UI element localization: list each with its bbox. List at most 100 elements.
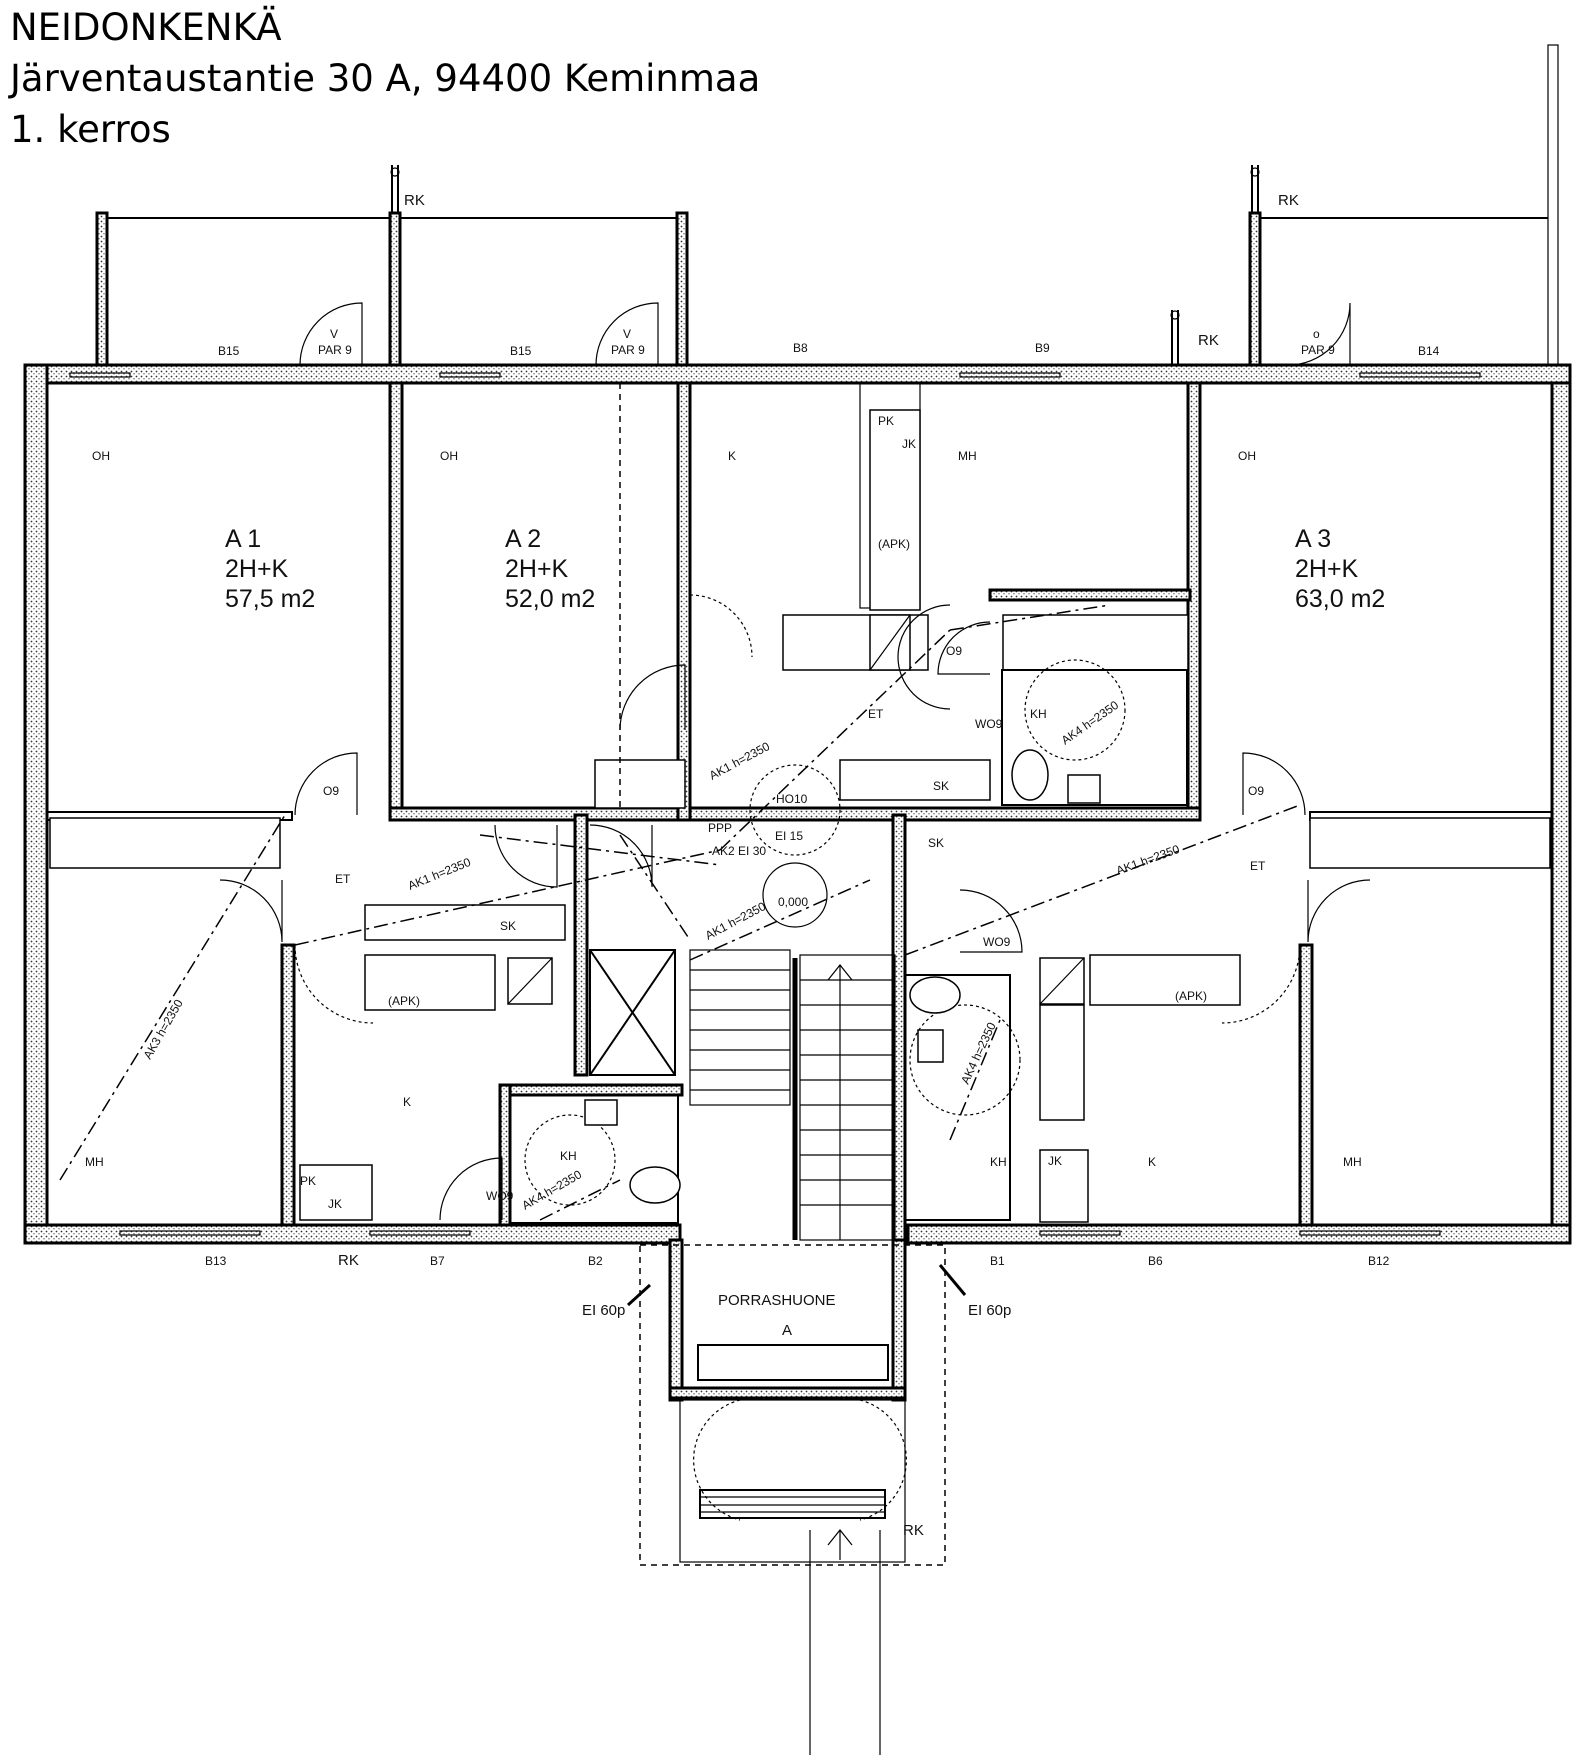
stair-letter: A — [782, 1322, 792, 1339]
south-wall-west — [23, 1223, 682, 1245]
balcony-door-par: PAR 9 — [611, 343, 645, 357]
plan-labels: A 1 2H+K 57,5 m2 A 2 2H+K 52,0 m2 A 3 2H… — [85, 192, 1440, 1539]
room-sk-a1: SK — [500, 919, 516, 933]
toilet — [1011, 749, 1049, 801]
room-oh-a2: OH — [440, 449, 458, 463]
room-mh-a1: MH — [85, 1155, 104, 1169]
a1-inner-wall — [280, 943, 296, 1227]
room-k-a1: K — [403, 1095, 411, 1109]
room-sk-a3: SK — [928, 836, 944, 850]
ei15-marker: EI 15 — [775, 829, 803, 843]
stair-lobby-wall — [668, 1238, 684, 1402]
fire-rating-west: EI 60p — [582, 1302, 625, 1319]
washbasin — [1067, 774, 1101, 804]
vent-ak4: AK4 h=2350 — [1059, 698, 1122, 748]
stair-lobby-wall — [668, 1386, 907, 1400]
vent-ak3: AK3 h=2350 — [140, 997, 185, 1062]
door-ppp: PPP — [708, 821, 732, 835]
wardrobe — [594, 759, 686, 809]
stair-name: PORRASHUONE — [718, 1292, 836, 1309]
a3-bath-wall — [688, 806, 1202, 822]
vent-ak1: AK1 h=2350 — [703, 899, 768, 943]
balcony-wall — [1248, 211, 1262, 370]
refrigerator — [299, 1164, 373, 1221]
kitchen-fixtures — [49, 409, 1551, 1223]
bath-wall — [988, 588, 1192, 602]
vent-ak1: AK1 h=2350 — [1114, 842, 1181, 878]
building-address: Järventaustantie 30 A, 94400 Keminmaa — [10, 57, 761, 100]
balcony-door-v: V — [623, 327, 631, 341]
window-b12: B12 — [1368, 1254, 1390, 1268]
apartment-a3-area: 63,0 m2 — [1295, 585, 1385, 613]
kitchen-counter — [1089, 954, 1241, 1006]
jk-marker: JK — [328, 1197, 342, 1211]
room-oh-a3: OH — [1238, 449, 1256, 463]
room-mh-a2: MH — [958, 449, 977, 463]
a1-a2-wall — [388, 381, 404, 817]
apartment-a2-id: A 2 — [505, 525, 541, 553]
apartment-a3-id: A 3 — [1295, 525, 1331, 553]
east-wall — [1550, 381, 1572, 1227]
door-swings — [219, 594, 1371, 1221]
window-b2: B2 — [588, 1254, 603, 1268]
jk-marker: JK — [902, 437, 916, 451]
apk-marker: (APK) — [878, 537, 910, 551]
room-kh-a2: KH — [1030, 707, 1047, 721]
a3-inner-wall — [1298, 943, 1314, 1227]
door-wo9: WO9 — [486, 1189, 514, 1203]
washbasin — [584, 1099, 618, 1126]
stair-core — [589, 949, 967, 1755]
level-mark: 0,000 — [778, 895, 808, 909]
apk-marker: (APK) — [388, 994, 420, 1008]
apartment-a2-area: 52,0 m2 — [505, 585, 595, 613]
wardrobe — [839, 759, 991, 801]
balcony-door-par: PAR 9 — [318, 343, 352, 357]
rk-marker: RK — [903, 1522, 924, 1539]
room-kh-a3: KH — [990, 1155, 1007, 1169]
cabinet — [1002, 614, 1189, 671]
balcony-door-o: o — [1313, 327, 1320, 341]
apartment-a3-type: 2H+K — [1295, 555, 1359, 583]
jk-marker: JK — [1048, 1154, 1062, 1168]
door-wo9: WO9 — [975, 717, 1003, 731]
refrigerator — [1039, 1149, 1089, 1223]
vent-ak1: AK1 h=2350 — [707, 739, 772, 783]
pk-marker: PK — [300, 1174, 316, 1188]
cabinet — [1039, 1004, 1085, 1121]
door-wo9: WO9 — [983, 935, 1011, 949]
exterior-walls — [23, 363, 1572, 1245]
window-b6: B6 — [1148, 1254, 1163, 1268]
room-et-a2: ET — [868, 707, 884, 721]
apartment-a1-id: A 1 — [225, 525, 261, 553]
room-et-a1: ET — [335, 872, 351, 886]
apartment-a1-type: 2H+K — [225, 555, 289, 583]
bath-wall — [498, 1083, 684, 1097]
fire-rating-east: EI 60p — [968, 1302, 1011, 1319]
room-ho10: HO10 — [776, 792, 808, 806]
wardrobe — [49, 817, 281, 869]
apartment-a2-type: 2H+K — [505, 555, 569, 583]
shaft-wall — [573, 813, 589, 1077]
toilet — [909, 976, 961, 1014]
toilet — [629, 1166, 681, 1204]
room-mh-a3: MH — [1343, 1155, 1362, 1169]
room-k-a2: K — [728, 449, 736, 463]
balcony-wall — [388, 211, 402, 370]
rk-marker: RK — [404, 192, 425, 209]
vent-ak1: AK1 h=2350 — [406, 855, 473, 893]
vent-ak4: AK4 h=2350 — [520, 1167, 585, 1212]
a2-south-wall — [388, 806, 682, 822]
washbasin — [917, 1029, 944, 1063]
door-o9-a3: O9 — [1248, 784, 1264, 798]
room-et-a3: ET — [1250, 859, 1266, 873]
a2-kitchen-wall — [676, 381, 692, 822]
window-b8: B8 — [793, 341, 808, 355]
door-o9-a2: O9 — [946, 644, 962, 658]
room-kh-a1: KH — [560, 1149, 577, 1163]
room-sk-a2: SK — [933, 779, 949, 793]
window-b13: B13 — [205, 1254, 227, 1268]
room-k-a3: K — [1148, 1155, 1156, 1169]
window-b14: B14 — [1418, 344, 1440, 358]
building-name: NEIDONKENKÄ — [10, 6, 282, 49]
